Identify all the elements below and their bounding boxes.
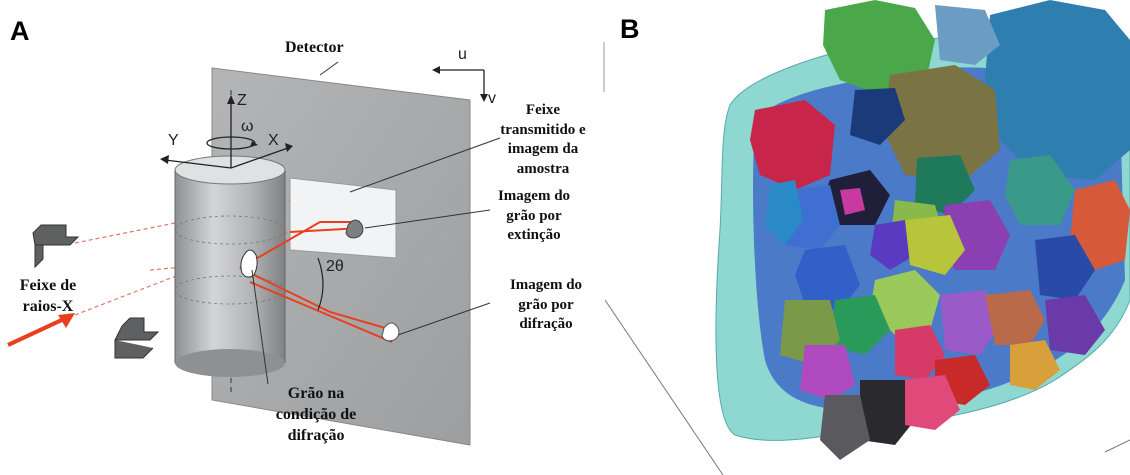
grain-purple-low [1045, 295, 1105, 355]
diagram-panel-b: B [605, 0, 1130, 475]
detector-label: Detector [285, 39, 344, 56]
transmitted-beam-label: Feixe transmitido e imagem da amostra [500, 102, 586, 177]
diffraction-image-label: Imagem do grão por difração [509, 277, 583, 332]
grain-teal [915, 155, 975, 215]
grain-violet-low [940, 290, 1000, 355]
diffracted-beam [239, 221, 360, 269]
grain-grey-bottom [820, 395, 870, 460]
slit-block-upper [32, 224, 80, 269]
xray-beam-label: Feixe de raios-X [19, 277, 77, 315]
dct-setup-illustration [7, 42, 605, 446]
grain-blue-top-right [985, 0, 1130, 180]
grain-crimson [750, 100, 835, 190]
axis-z-label: Z [237, 92, 247, 109]
axis-u-label: u [458, 46, 467, 63]
grain-light-green [870, 270, 940, 335]
panel-label-b: B [620, 14, 640, 44]
grain-steel [935, 5, 1000, 65]
slit-block-lower [114, 317, 160, 359]
grain-yellow-green [905, 215, 965, 275]
grain-diffraction-label: Grão na condição de difração [275, 385, 357, 444]
grain-salmon [1070, 180, 1130, 270]
grain-reconstruction-render [605, 0, 1130, 475]
extinction-image-label: Imagem do grão por extinção [497, 188, 571, 243]
grain-dark-bottom [860, 380, 915, 445]
grain-olive [883, 65, 1000, 180]
axis-y-label: Y [168, 132, 179, 149]
two-theta-label: 2θ [326, 258, 344, 275]
axis-x-label: X [268, 132, 279, 149]
xray-beam-arrow [58, 313, 75, 328]
grain-navy [850, 88, 905, 145]
extinction-spot [345, 219, 364, 239]
grain-green-mid [1005, 155, 1075, 225]
grain-shape [240, 249, 258, 278]
grain-orange [1010, 340, 1060, 390]
grain-green-top [823, 0, 935, 95]
diagram-panel-a: A [7, 16, 605, 446]
grain-blue-low2 [1035, 235, 1095, 300]
grain-blue-low [795, 245, 860, 310]
grain-magenta-low [800, 345, 855, 400]
grain-green-low [830, 295, 890, 355]
axis-omega-label: ω [241, 118, 254, 135]
grain-magenta-small [840, 188, 865, 215]
grain-pink-bottom [905, 375, 960, 430]
transmitted-image-window [289, 177, 397, 259]
grain-pink [895, 325, 945, 380]
grain-brown [985, 290, 1045, 345]
grain-cyan [765, 180, 803, 245]
diffraction-spot [381, 322, 400, 342]
grain-violet [870, 220, 915, 270]
axis-v-label: v [488, 90, 496, 107]
panel-label-a: A [10, 16, 30, 46]
